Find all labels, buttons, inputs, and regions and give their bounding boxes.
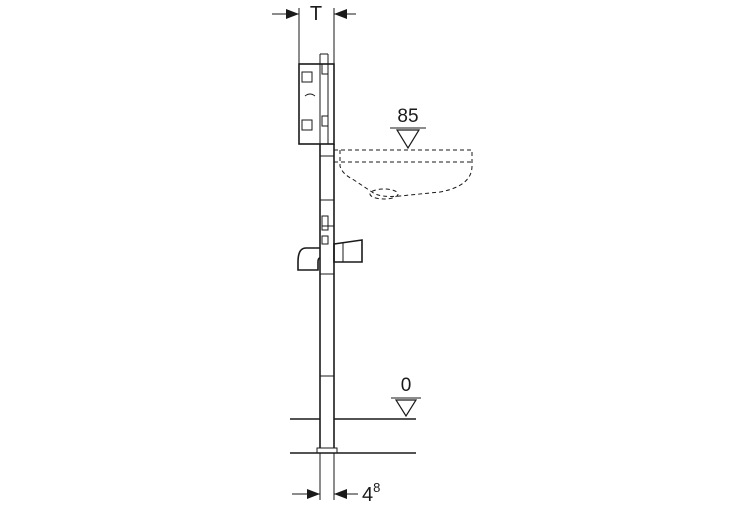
bottom-dim-arrow-right	[334, 489, 347, 499]
upper-frame-box	[298, 63, 335, 145]
upper-frame-hook	[304, 93, 316, 97]
level-marker-basin: 85	[390, 106, 426, 150]
frame-fitting-2	[321, 235, 329, 245]
drain-elbow	[297, 247, 321, 271]
frame-fitting-1	[321, 215, 329, 231]
bottom-dim-arrow-left	[307, 489, 320, 499]
drain-elbow-pipe	[297, 247, 321, 271]
top-dim-label: T	[310, 3, 322, 25]
upper-frame	[298, 53, 335, 145]
frame-column	[319, 144, 335, 448]
frame-foot-plate	[316, 447, 338, 454]
top-dim-arrow-right	[334, 9, 347, 19]
top-dimension: T	[272, 3, 356, 64]
level-basin-label: 85	[397, 106, 418, 127]
wash-basin	[334, 149, 473, 200]
level-floor-label: 0	[401, 375, 412, 396]
bracket-square-lower	[301, 119, 313, 131]
level-floor-triangle	[394, 399, 418, 418]
level-basin-triangle	[395, 129, 421, 150]
bracket-square-upper	[301, 71, 313, 83]
bottom-dimension: 48	[292, 453, 380, 506]
drain-connector-block	[333, 239, 363, 263]
bottom-dim-value: 4	[362, 484, 373, 505]
upper-fitting-2	[321, 115, 329, 127]
basin-outline	[334, 149, 473, 197]
top-dim-arrow-left	[286, 9, 299, 19]
upper-fitting-1	[321, 63, 329, 75]
drain-connector	[333, 239, 363, 263]
bottom-dim-label: 48	[362, 480, 380, 505]
basin-outlet	[369, 188, 399, 200]
floor	[290, 418, 416, 454]
level-marker-floor: 0	[391, 375, 421, 418]
bottom-dim-superscript: 8	[373, 480, 380, 495]
